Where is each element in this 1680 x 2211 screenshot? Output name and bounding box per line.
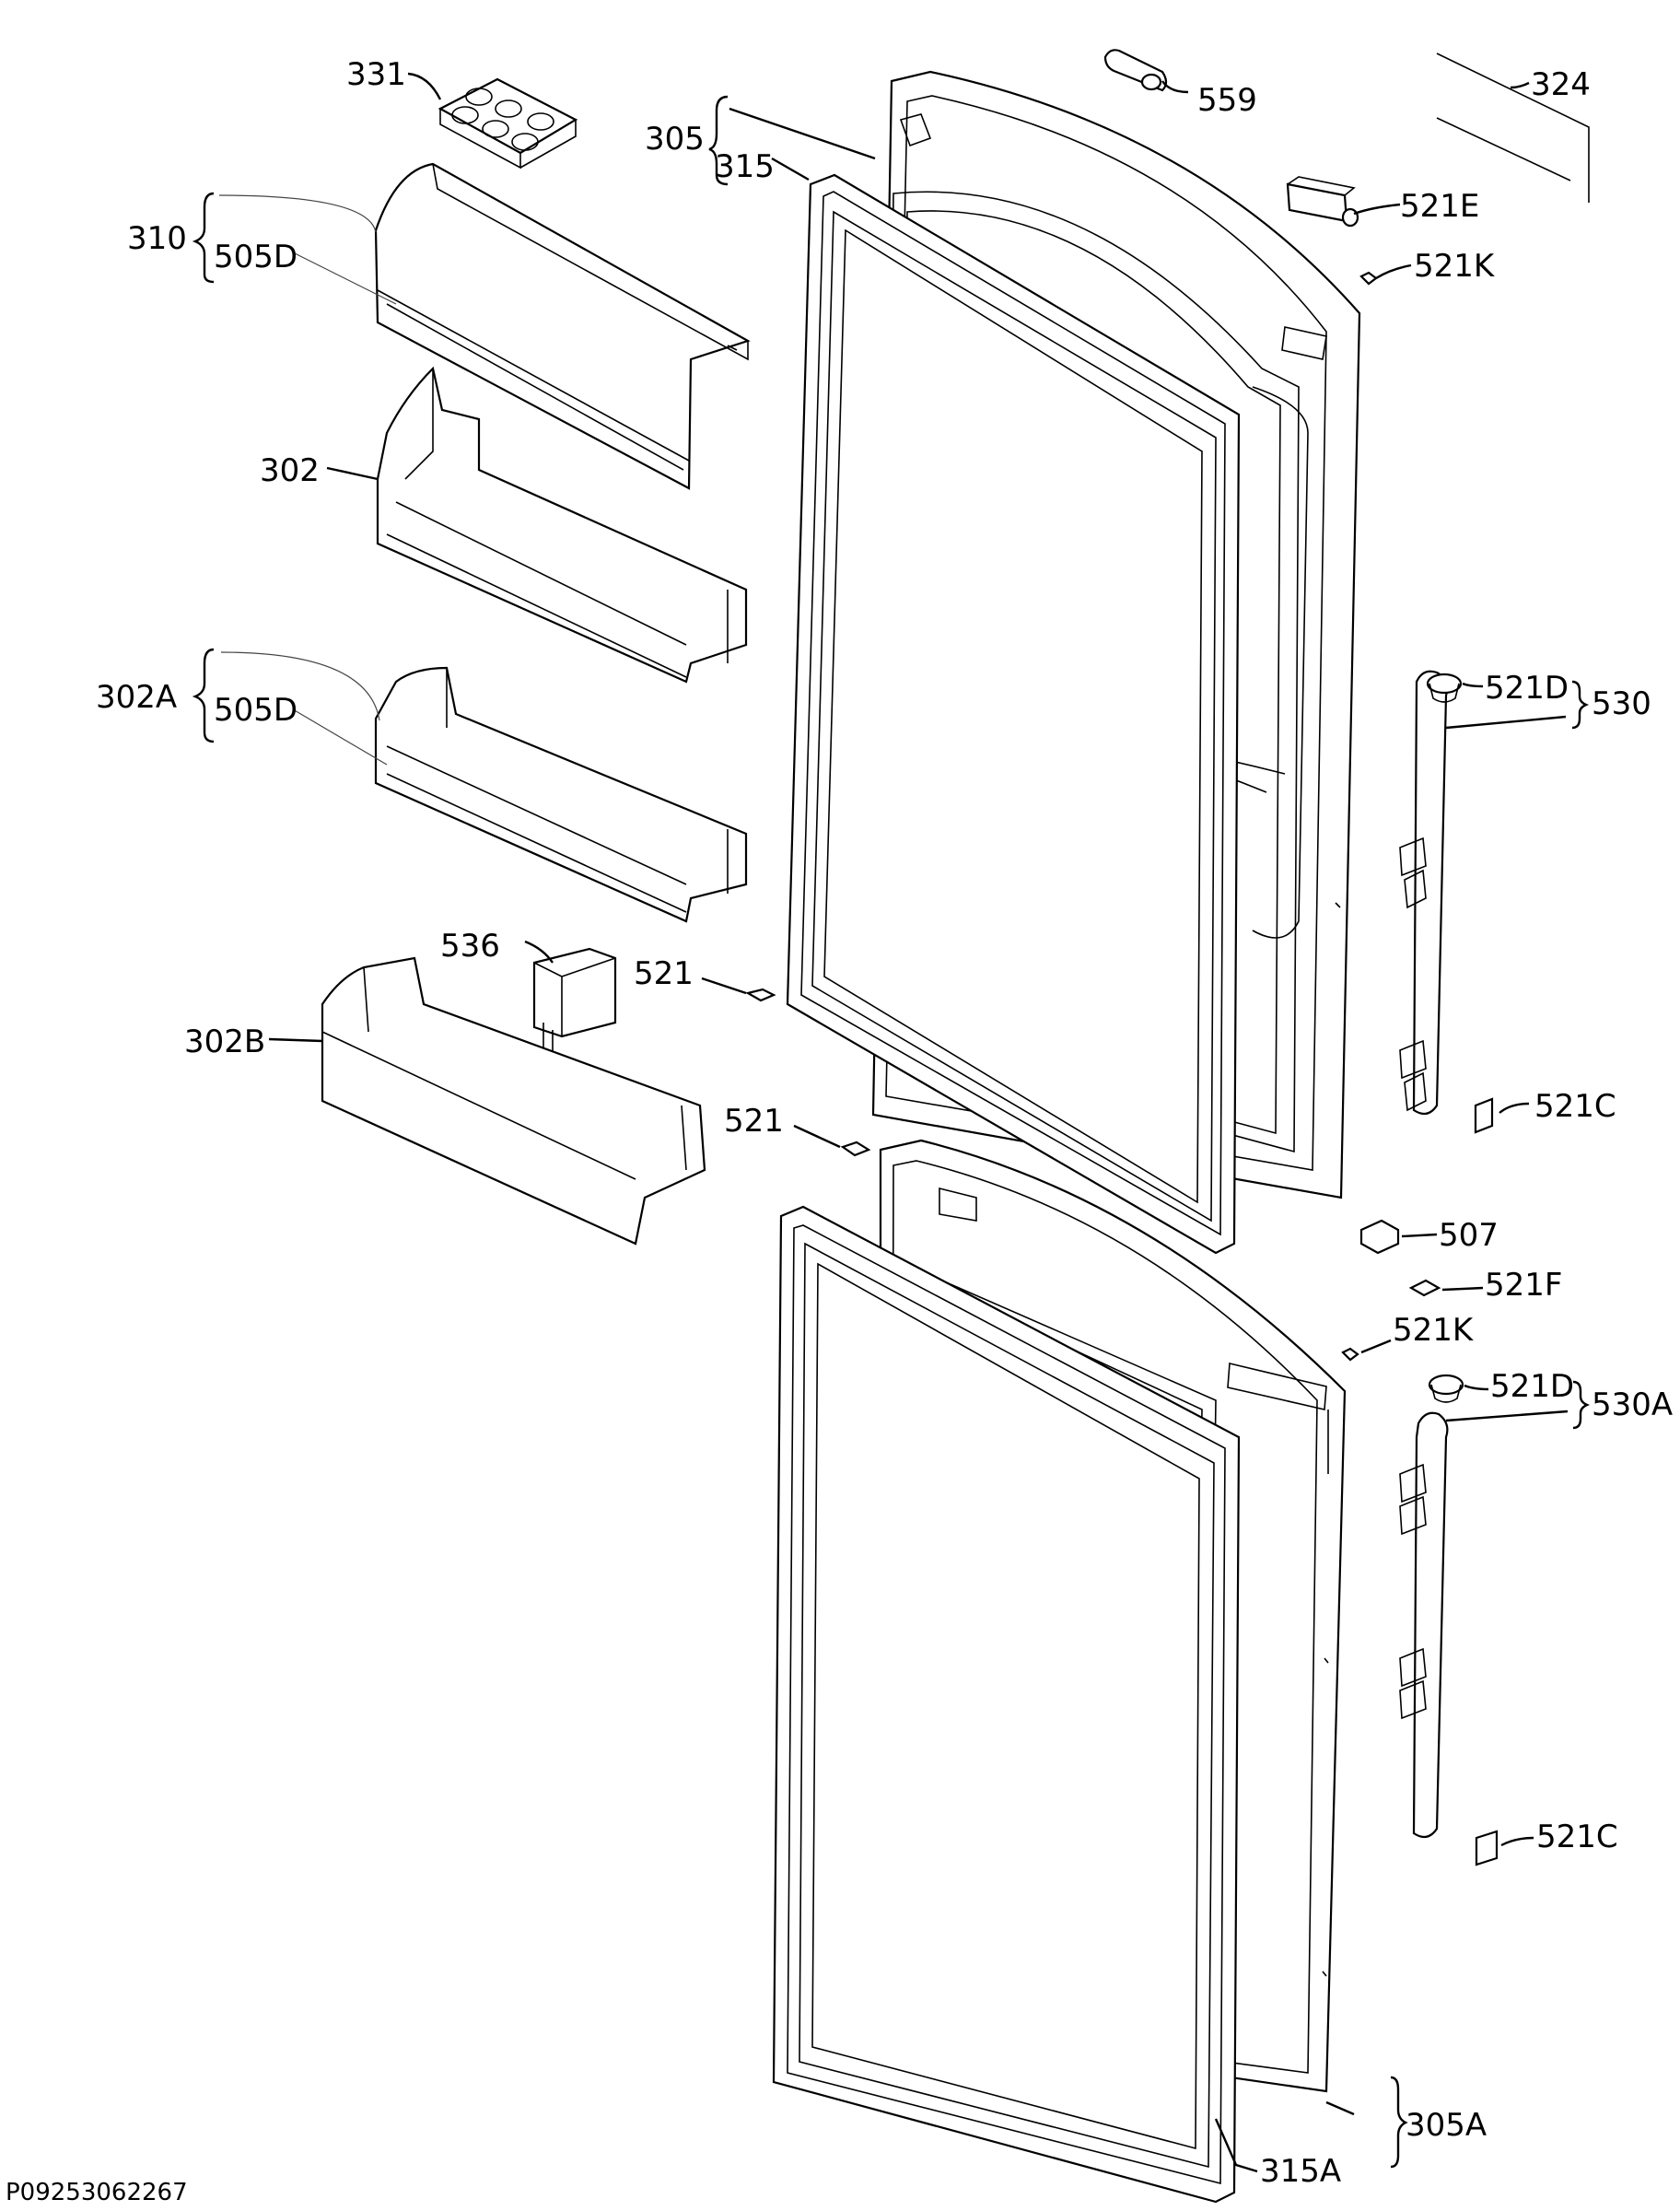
- upper-door-gasket-315: [786, 173, 1241, 1255]
- shelf-cover-310: [374, 162, 751, 490]
- label-324: 324: [1531, 66, 1591, 103]
- part-521f: [1408, 1279, 1441, 1297]
- label-505d-upper: 505D: [214, 239, 298, 275]
- label-507: 507: [1439, 1217, 1499, 1254]
- leader-lines: [218, 72, 1569, 2173]
- part-521-lower: [840, 1141, 871, 1157]
- label-521d-upper: 521D: [1485, 670, 1569, 707]
- brace-530: [1571, 680, 1590, 730]
- label-305: 305: [645, 121, 705, 158]
- brace-530a: [1572, 1380, 1591, 1430]
- label-315a: 315A: [1260, 2153, 1341, 2190]
- label-305a: 305A: [1406, 2107, 1487, 2144]
- label-315: 315: [715, 148, 775, 185]
- brace-305a: [1390, 2076, 1408, 2169]
- part-559: [1103, 49, 1168, 92]
- label-521k-lower: 521K: [1393, 1312, 1475, 1349]
- label-521f: 521F: [1485, 1267, 1562, 1304]
- part-536: [532, 947, 617, 1057]
- label-302a: 302A: [96, 679, 177, 716]
- label-521d-lower: 521D: [1490, 1368, 1574, 1405]
- label-310: 310: [127, 220, 187, 257]
- egg-tray-331: [438, 77, 578, 170]
- label-521c-lower: 521C: [1536, 1819, 1618, 1855]
- label-521k-upper: 521K: [1414, 248, 1496, 285]
- door-shelf-302b: [321, 956, 706, 1246]
- part-521-upper: [745, 988, 776, 1002]
- part-521e: [1286, 176, 1359, 228]
- part-521c-lower: [1475, 1830, 1499, 1866]
- brace-305: [708, 95, 729, 186]
- label-302b: 302B: [184, 1024, 265, 1060]
- part-521c-upper: [1474, 1097, 1494, 1134]
- label-505d-lower: 505D: [214, 692, 298, 729]
- drawing-code: P09253062267: [6, 2179, 188, 2206]
- door-shelf-302: [376, 366, 748, 684]
- handle-530: [1399, 670, 1449, 1116]
- part-324: [1436, 53, 1590, 203]
- label-530a: 530A: [1592, 1386, 1673, 1423]
- part-521k-lower: [1341, 1347, 1359, 1362]
- label-536: 536: [440, 928, 500, 965]
- label-530: 530: [1592, 685, 1651, 722]
- label-559: 559: [1197, 82, 1257, 119]
- callout-labels: 331 305 315 559 324 310 505D 521E 521K 3…: [6, 56, 1673, 2206]
- part-521d-upper: [1426, 673, 1463, 703]
- lower-door-gasket-315a: [772, 1205, 1241, 2204]
- part-507: [1359, 1219, 1400, 1255]
- brace-310: [192, 192, 215, 284]
- door-shelf-302a: [374, 666, 748, 923]
- label-331: 331: [346, 56, 406, 93]
- label-521c-upper: 521C: [1534, 1088, 1616, 1125]
- label-521e: 521E: [1400, 188, 1479, 225]
- label-521-upper: 521: [634, 955, 694, 992]
- part-521k-upper: [1359, 271, 1378, 286]
- label-521-lower: 521: [724, 1103, 784, 1140]
- label-302: 302: [260, 452, 320, 489]
- brace-302a: [192, 648, 215, 743]
- handle-530a: [1399, 1411, 1449, 1839]
- part-521d-lower: [1428, 1374, 1464, 1403]
